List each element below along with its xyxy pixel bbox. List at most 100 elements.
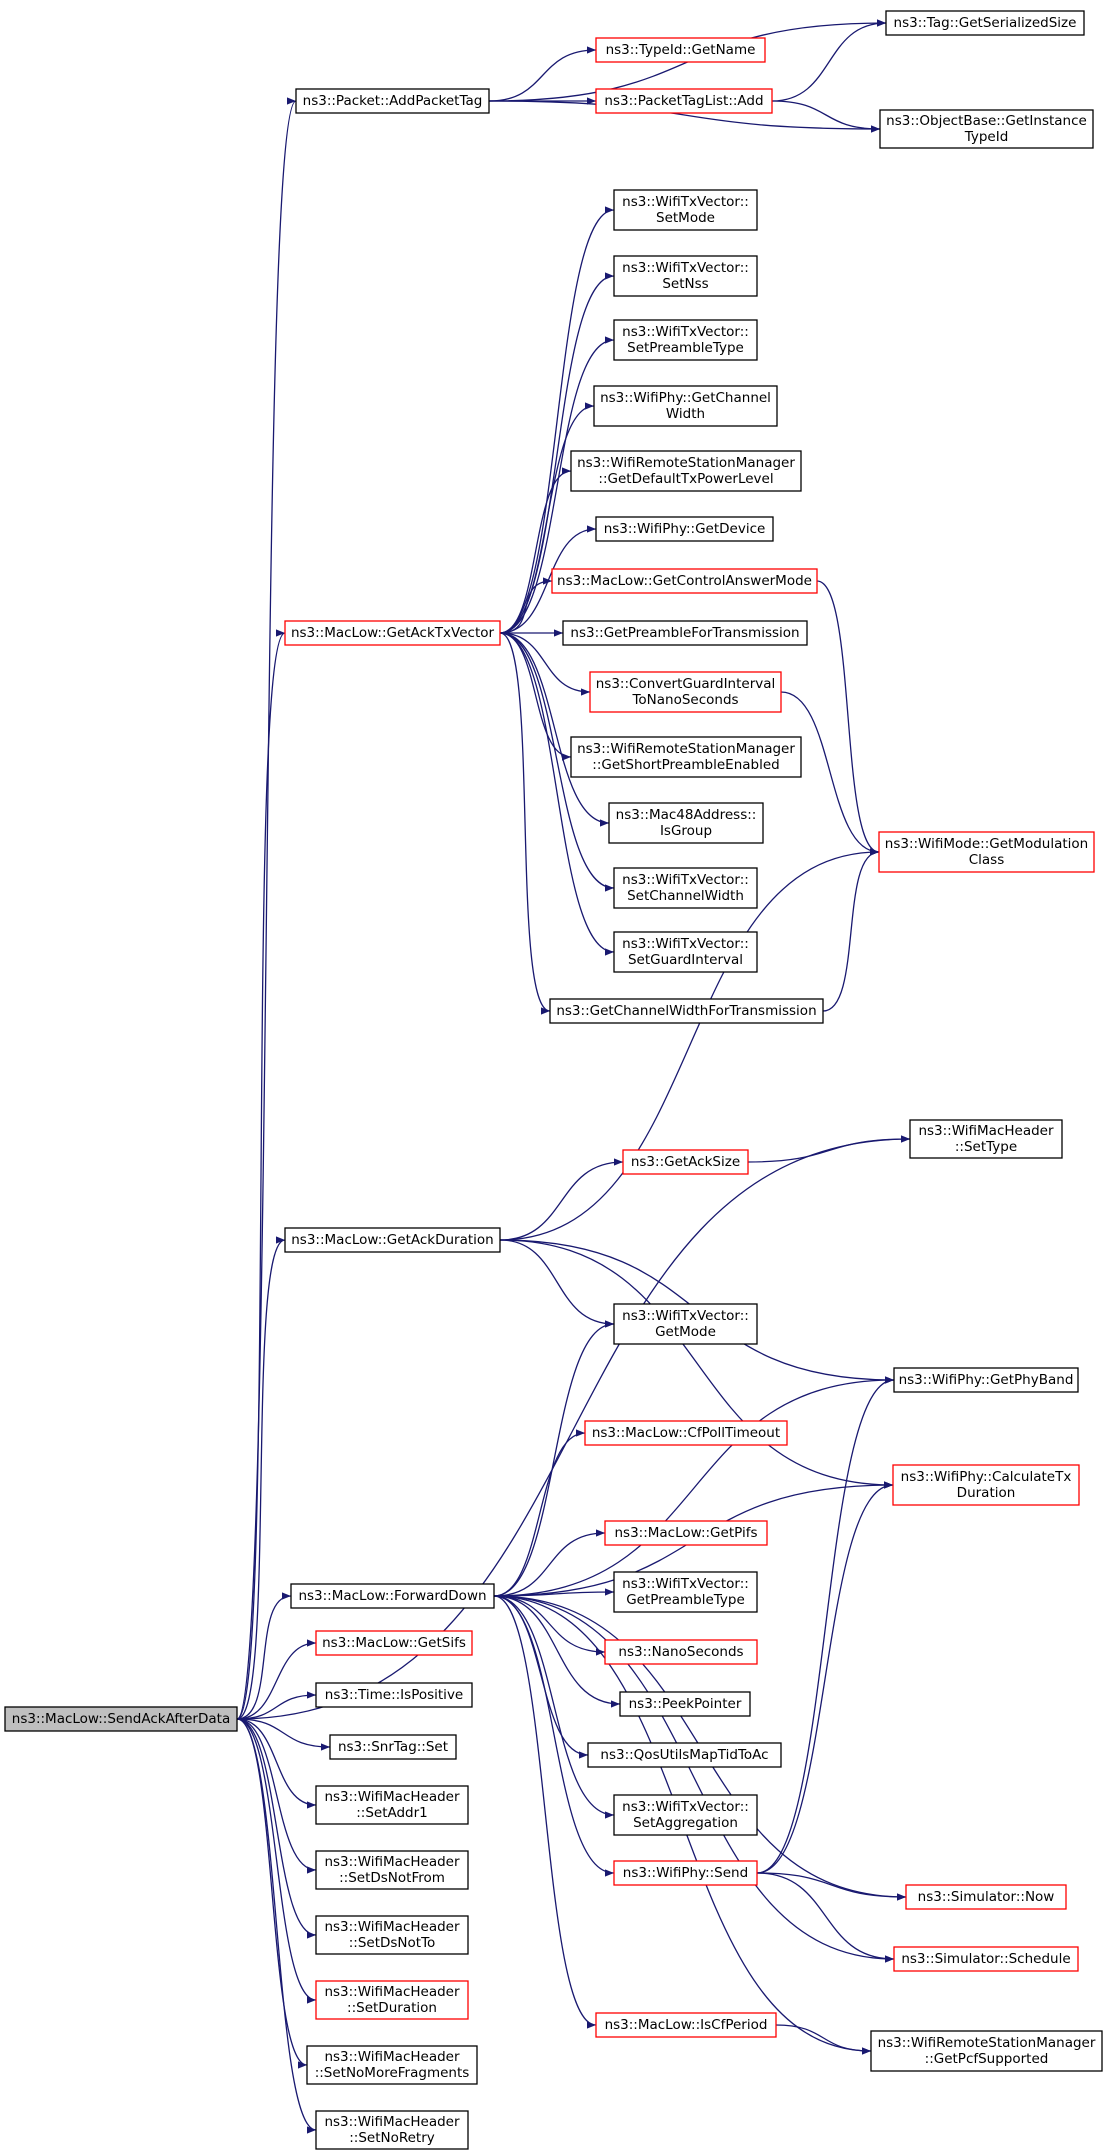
- node-mac48IsGroup[interactable]: ns3::Mac48Address::IsGroup: [608, 802, 764, 844]
- node-addPacketTag[interactable]: ns3::Packet::AddPacketTag: [295, 88, 490, 114]
- node-snrTagSet[interactable]: ns3::SnrTag::Set: [329, 1734, 457, 1760]
- node-timeIsPositive[interactable]: ns3::Time::IsPositive: [315, 1682, 473, 1708]
- edge-getAckTxVector-to-getControlAnswerMode: [499, 577, 553, 634]
- node-box: [613, 1303, 758, 1345]
- node-label: ns3::NanoSeconds: [618, 1644, 743, 1660]
- node-label: ns3::PacketTagList::Add: [604, 93, 763, 109]
- node-txvSetGuardInterval[interactable]: ns3::WifiTxVector::SetGuardInterval: [613, 931, 758, 973]
- node-getPreambleForTransmission[interactable]: ns3::GetPreambleForTransmission: [562, 620, 808, 646]
- node-rsmGetDefaultTxPowerLevel[interactable]: ns3::WifiRemoteStationManager::GetDefaul…: [570, 450, 802, 492]
- edge-getAckTxVector-to-rsmGetShortPreambleEnabled: [499, 632, 572, 761]
- node-label: SetMode: [656, 210, 715, 226]
- edge-forwardDown-to-phyGetPhyBand: [493, 1376, 895, 1597]
- node-getPifs[interactable]: ns3::MacLow::GetPifs: [604, 1520, 768, 1546]
- node-tagGetSerializedSize[interactable]: ns3::Tag::GetSerializedSize: [885, 10, 1085, 36]
- node-getControlAnswerMode[interactable]: ns3::MacLow::GetControlAnswerMode: [551, 568, 818, 594]
- node-label: ns3::WifiRemoteStationManager: [878, 2035, 1096, 2051]
- node-getAckDuration[interactable]: ns3::MacLow::GetAckDuration: [284, 1227, 501, 1253]
- node-hdrSetNoRetry[interactable]: ns3::WifiMacHeader::SetNoRetry: [315, 2110, 469, 2150]
- node-label: ns3::WifiPhy::GetChannel: [600, 390, 771, 406]
- edge-getAckDuration-to-getAckSize: [499, 1158, 624, 1241]
- node-phyGetChannelWidth[interactable]: ns3::WifiPhy::GetChannelWidth: [593, 385, 778, 427]
- node-box: [892, 1464, 1080, 1506]
- node-getSifs[interactable]: ns3::MacLow::GetSifs: [315, 1630, 473, 1656]
- node-label: ns3::WifiPhy::GetDevice: [604, 521, 766, 537]
- node-label: ::GetDefaultTxPowerLevel: [598, 471, 773, 487]
- node-box: [593, 385, 778, 427]
- node-peekPointer[interactable]: ns3::PeekPointer: [619, 1691, 751, 1717]
- edge-forwardDown-to-qosUtilsMapTidToAc: [493, 1595, 589, 1759]
- node-box: [570, 736, 802, 778]
- node-getAckSize[interactable]: ns3::GetAckSize: [622, 1149, 749, 1175]
- edge-addPacketTag-to-objectBaseGetInstanceTypeId: [488, 100, 881, 133]
- node-getChannelWidthForTransmission[interactable]: ns3::GetChannelWidthForTransmission: [549, 998, 824, 1024]
- node-hdrSetAddr1[interactable]: ns3::WifiMacHeader::SetAddr1: [315, 1785, 469, 1825]
- node-txvSetChannelWidth[interactable]: ns3::WifiTxVector::SetChannelWidth: [613, 867, 758, 909]
- node-simulatorSchedule[interactable]: ns3::Simulator::Schedule: [893, 1946, 1079, 1972]
- edge-getAckTxVector-to-txvSetGuardInterval: [499, 632, 615, 956]
- node-label: ns3::PeekPointer: [629, 1696, 742, 1712]
- node-root[interactable]: ns3::MacLow::SendAckAfterData: [4, 1706, 238, 1732]
- node-box: [587, 1742, 782, 1768]
- node-rsmGetPcfSupported[interactable]: ns3::WifiRemoteStationManager::GetPcfSup…: [870, 2030, 1103, 2072]
- node-label: TypeId: [964, 129, 1009, 145]
- node-box: [329, 1734, 457, 1760]
- node-phySend[interactable]: ns3::WifiPhy::Send: [613, 1860, 758, 1886]
- node-simulatorNow[interactable]: ns3::Simulator::Now: [905, 1884, 1067, 1910]
- node-phyGetPhyBand[interactable]: ns3::WifiPhy::GetPhyBand: [893, 1367, 1079, 1393]
- node-box: [584, 1420, 788, 1446]
- node-cfPollTimeout[interactable]: ns3::MacLow::CfPollTimeout: [584, 1420, 788, 1446]
- node-label: ns3::QosUtilsMapTidToAc: [600, 1747, 768, 1763]
- node-rsmGetShortPreambleEnabled[interactable]: ns3::WifiRemoteStationManager::GetShortP…: [570, 736, 802, 778]
- node-box: [870, 2030, 1103, 2072]
- node-txvGetPreambleType[interactable]: ns3::WifiTxVector::GetPreambleType: [613, 1571, 758, 1613]
- node-hdrSetDuration[interactable]: ns3::WifiMacHeader::SetDuration: [315, 1980, 469, 2020]
- edge-forwardDown-to-txvSetAggregation: [493, 1595, 615, 1819]
- node-txvSetNss[interactable]: ns3::WifiTxVector::SetNss: [613, 255, 758, 297]
- node-packetTagListAdd[interactable]: ns3::PacketTagList::Add: [595, 88, 773, 114]
- node-box: [893, 1946, 1079, 1972]
- node-txvSetPreambleType[interactable]: ns3::WifiTxVector::SetPreambleType: [613, 319, 758, 361]
- edge-convertGuardInterval-to-wifiModeGetModulationClass: [780, 691, 880, 856]
- node-label: ns3::GetChannelWidthForTransmission: [556, 1003, 816, 1019]
- node-txvSetMode[interactable]: ns3::WifiTxVector::SetMode: [613, 189, 758, 231]
- node-box: [619, 1691, 751, 1717]
- node-box: [315, 1980, 469, 2020]
- node-hdrSetNoMoreFragments[interactable]: ns3::WifiMacHeader::SetNoMoreFragments: [306, 2045, 478, 2085]
- node-label: SetNss: [662, 276, 708, 292]
- node-box: [306, 2045, 478, 2085]
- node-label: ns3::MacLow::IsCfPeriod: [605, 2017, 768, 2033]
- node-label: ns3::Tag::GetSerializedSize: [894, 15, 1077, 31]
- node-txvSetAggregation[interactable]: ns3::WifiTxVector::SetAggregation: [613, 1794, 758, 1836]
- node-label: ns3::Packet::AddPacketTag: [303, 93, 483, 109]
- edge-getAckTxVector-to-mac48IsGroup: [499, 632, 610, 827]
- node-box: [613, 255, 758, 297]
- edge-getAckSize-to-hdrSetType: [747, 1135, 911, 1163]
- node-hdrSetDsNotTo[interactable]: ns3::WifiMacHeader::SetDsNotTo: [315, 1915, 469, 1955]
- node-phyGetDevice[interactable]: ns3::WifiPhy::GetDevice: [595, 516, 774, 542]
- edge-root-to-hdrSetAddr1: [236, 1718, 317, 1809]
- node-box: [315, 1850, 469, 1890]
- node-getAckTxVector[interactable]: ns3::MacLow::GetAckTxVector: [284, 620, 501, 646]
- node-label: ns3::WifiTxVector::: [622, 936, 749, 952]
- node-isCfPeriod[interactable]: ns3::MacLow::IsCfPeriod: [595, 2012, 777, 2038]
- edge-getAckDuration-to-phyCalculateTxDuration: [499, 1239, 894, 1489]
- node-nanoSeconds[interactable]: ns3::NanoSeconds: [604, 1639, 758, 1665]
- node-label: ::SetType: [955, 1139, 1017, 1155]
- node-hdrSetDsNotFrom[interactable]: ns3::WifiMacHeader::SetDsNotFrom: [315, 1850, 469, 1890]
- node-forwardDown[interactable]: ns3::MacLow::ForwardDown: [290, 1583, 495, 1609]
- node-label: ::SetNoRetry: [349, 2130, 435, 2146]
- edge-getAckTxVector-to-txvSetChannelWidth: [499, 632, 615, 892]
- edge-forwardDown-to-nanoSeconds: [493, 1595, 606, 1656]
- edge-root-to-hdrSetDsNotTo: [236, 1718, 317, 1939]
- node-qosUtilsMapTidToAc[interactable]: ns3::QosUtilsMapTidToAc: [587, 1742, 782, 1768]
- node-typeIdGetName[interactable]: ns3::TypeId::GetName: [595, 37, 766, 63]
- node-label: SetPreambleType: [627, 340, 744, 356]
- node-txvGetMode[interactable]: ns3::WifiTxVector::GetMode: [613, 1303, 758, 1345]
- node-hdrSetType[interactable]: ns3::WifiMacHeader::SetType: [909, 1119, 1063, 1159]
